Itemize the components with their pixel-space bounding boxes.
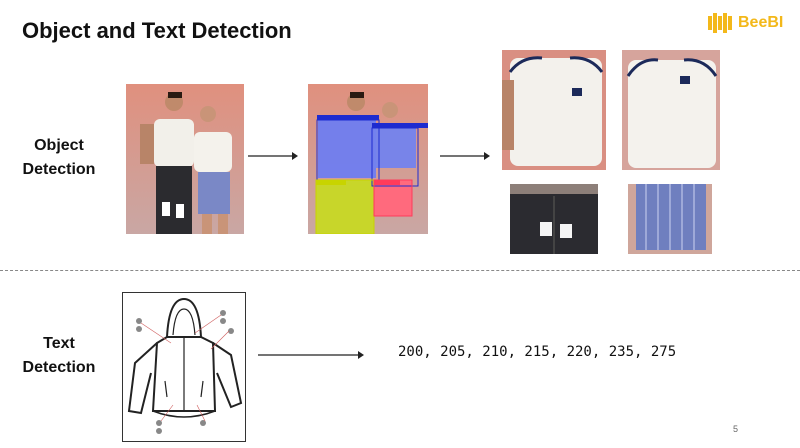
detection-photo xyxy=(308,84,428,234)
jacket-technical-drawing xyxy=(122,292,246,442)
object-detection-label: Object Detection xyxy=(14,134,104,182)
text-detection-label: Text Detection xyxy=(14,332,104,380)
arrow-to-detection xyxy=(246,150,298,162)
crop-trousers xyxy=(510,184,598,254)
original-photo xyxy=(126,84,244,234)
object-label-line2: Detection xyxy=(22,161,96,178)
crop-man-shirt xyxy=(502,50,606,170)
text-label-line1: Text xyxy=(43,335,75,352)
arrow-to-crops xyxy=(438,150,490,162)
arrow-to-text-result xyxy=(256,349,364,361)
object-label-line1: Object xyxy=(34,137,84,154)
logo-text: BeeBI xyxy=(738,14,784,31)
page-title: Object and Text Detection xyxy=(22,18,292,43)
beebi-logo: BeeBI xyxy=(708,12,788,34)
crop-woman-shirt xyxy=(622,50,720,170)
detected-text-result: 200, 205, 210, 215, 220, 235, 275 xyxy=(398,344,677,360)
text-label-line2: Detection xyxy=(22,359,96,376)
crop-shorts xyxy=(628,184,712,254)
page-number: 5 xyxy=(733,424,739,434)
section-divider xyxy=(0,270,800,271)
honeycomb-logo-icon xyxy=(708,13,732,33)
